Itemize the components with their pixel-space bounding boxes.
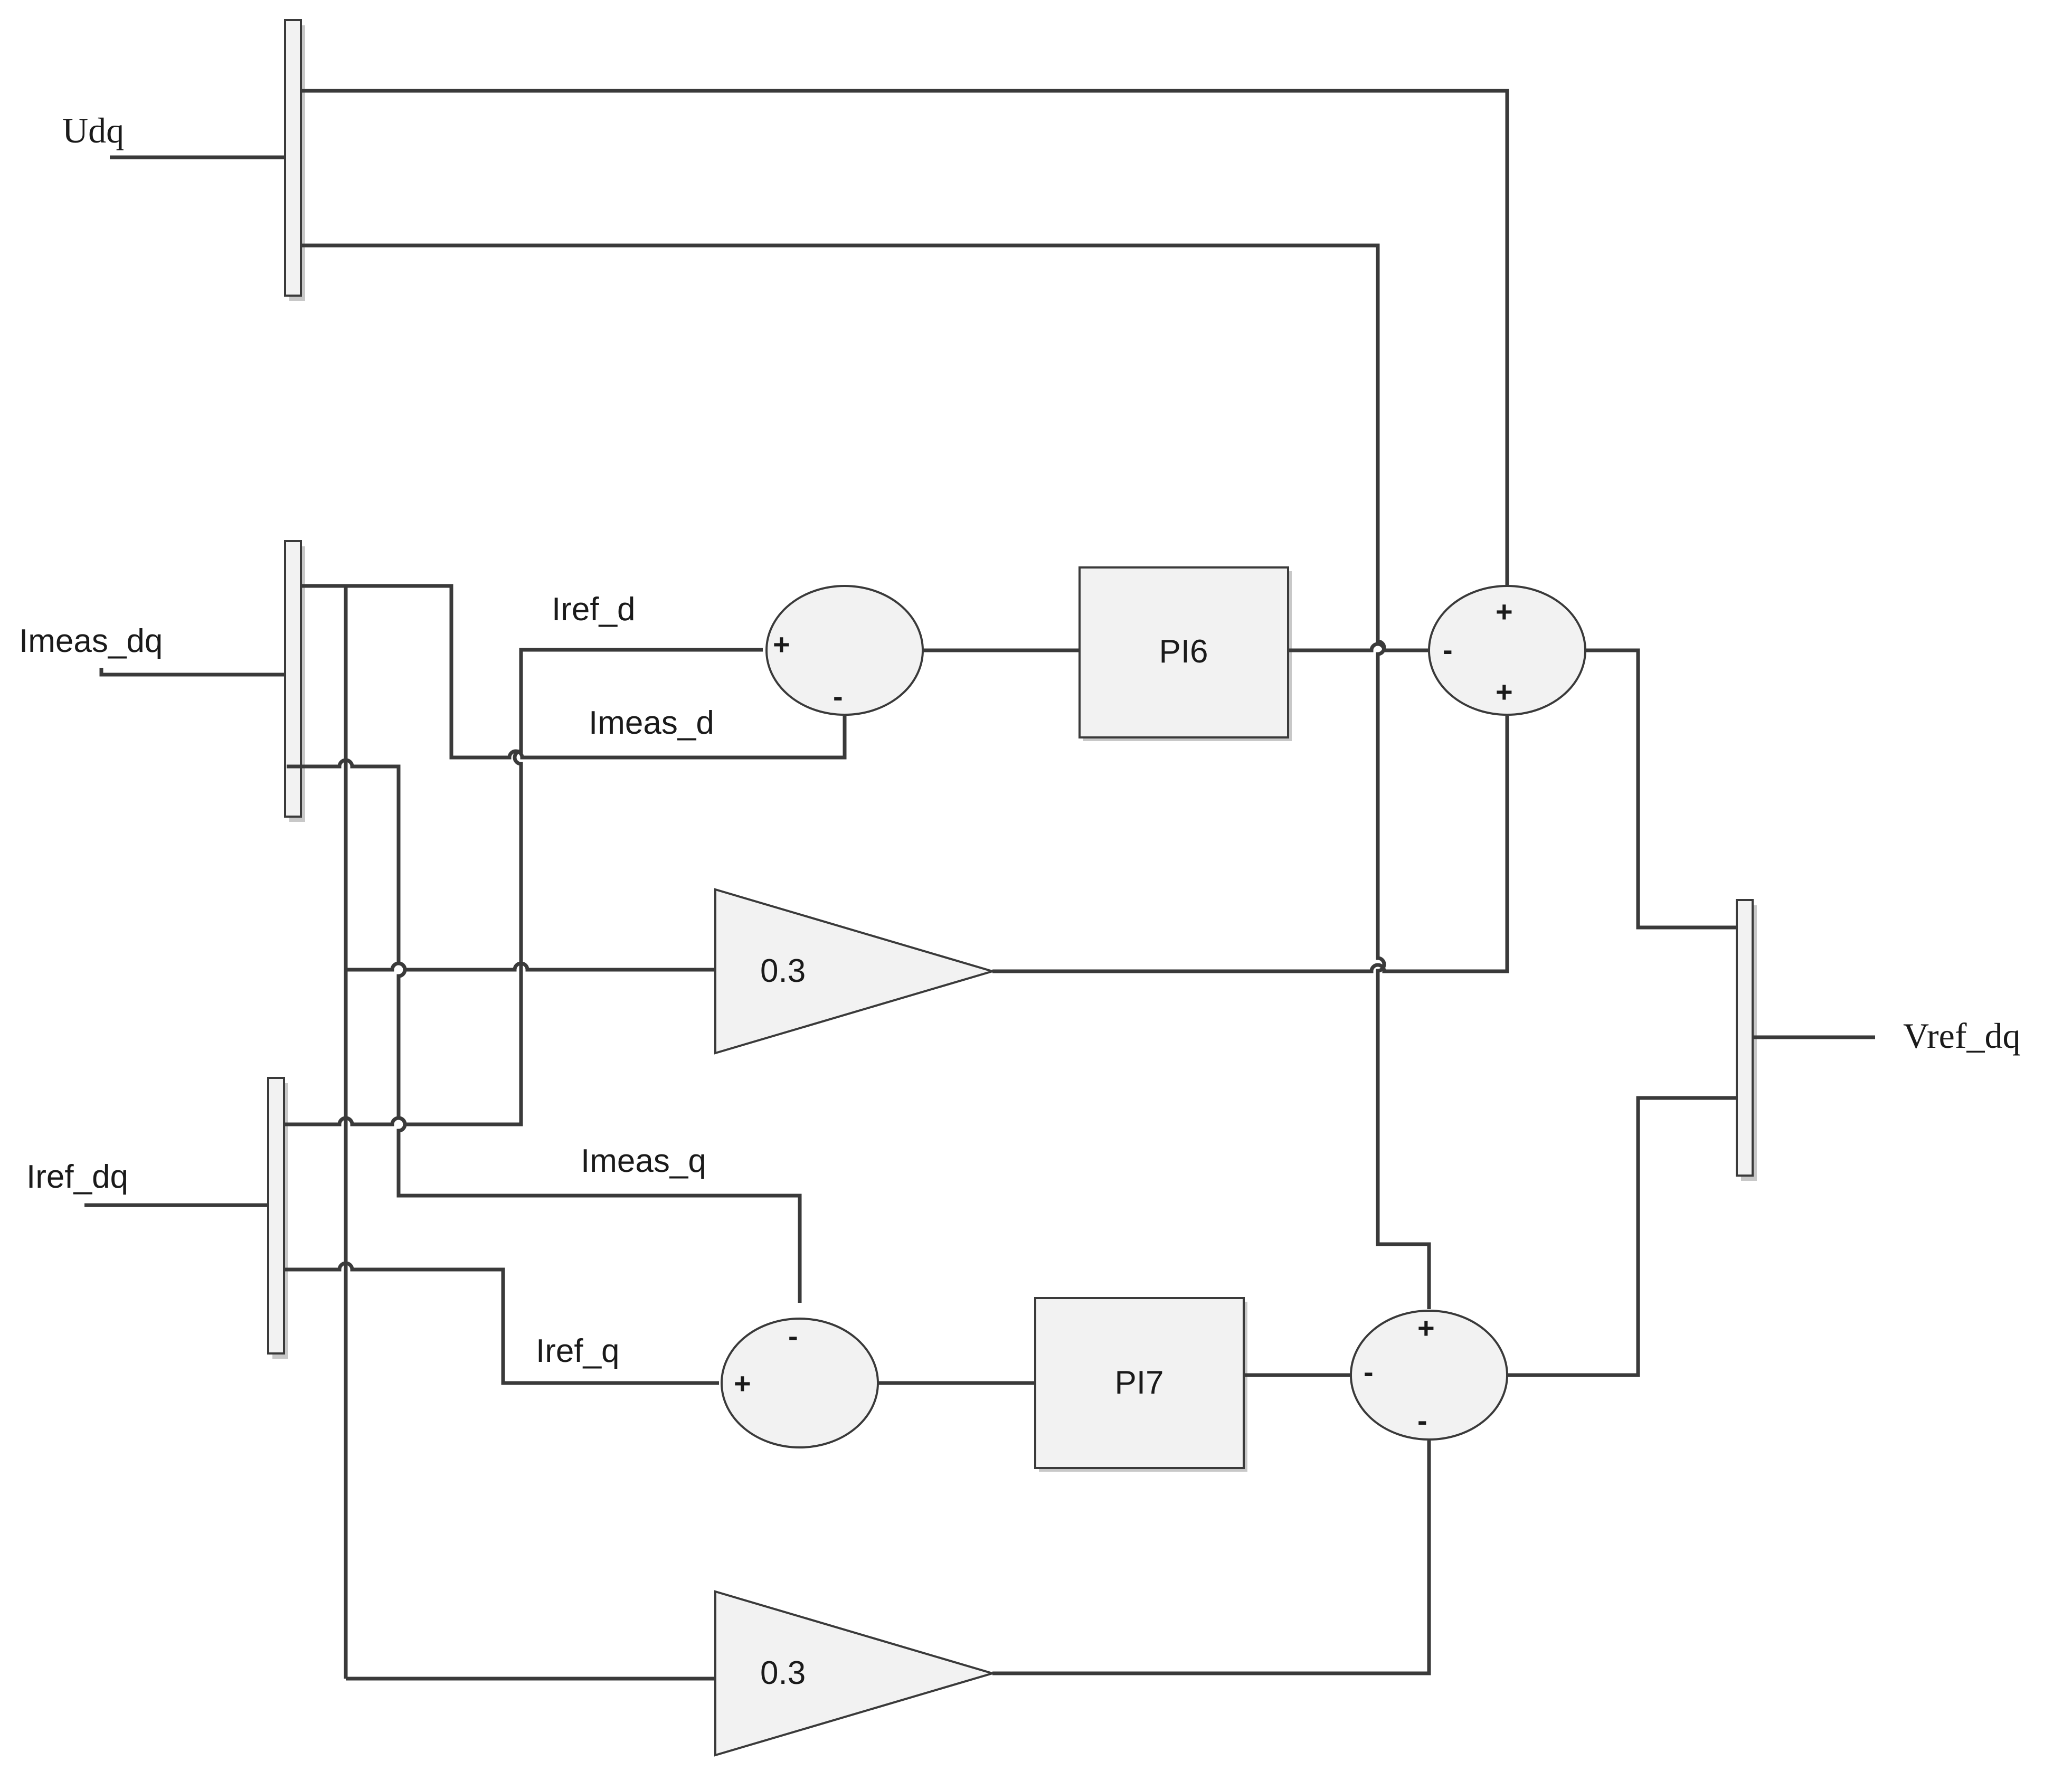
iref-dq-demux-bar <box>267 1077 288 1359</box>
pi6-to-sum-d-wire <box>1289 642 1428 652</box>
imeas-dq-label: Imeas_dq <box>19 623 163 659</box>
iref-d-wire <box>285 648 763 1126</box>
udq-label: Udq <box>62 110 124 150</box>
udq-q-wire <box>302 243 1431 1309</box>
sum-output-q-sign-top: + <box>1417 1311 1435 1344</box>
gain-d-label: 0.3 <box>760 953 806 989</box>
sum-error-q-sign-left: + <box>734 1367 751 1400</box>
gain-q-to-sum-q-wire <box>992 1441 1431 1675</box>
pi7-block: PI7 <box>1034 1297 1247 1472</box>
imeas-q-label: Imeas_q <box>581 1143 706 1179</box>
sum-error-d: + - <box>765 585 924 716</box>
vref-dq-mux-bar <box>1736 899 1757 1181</box>
udq-demux-bar <box>284 19 305 301</box>
pi6-label: PI6 <box>1159 633 1208 670</box>
imeas-dq-demux-bar <box>284 540 305 822</box>
sum-output-d-sign-left: - <box>1443 633 1453 666</box>
sum-error-q: - + <box>721 1318 879 1448</box>
sum-output-d: + - + <box>1428 585 1586 716</box>
gain-q-block: 0.3 <box>714 1590 997 1757</box>
sum-output-q: + - - <box>1350 1310 1508 1441</box>
sum-output-q-sign-left: - <box>1364 1355 1374 1388</box>
udq-d-wire <box>302 89 1509 585</box>
sum-output-q-sign-bottom: - <box>1417 1404 1427 1437</box>
iref-q-label: Iref_q <box>536 1333 620 1369</box>
imeas-d-label: Imeas_d <box>589 705 714 741</box>
gain-d-input-wire <box>346 961 715 972</box>
pi7-label: PI7 <box>1114 1365 1163 1401</box>
iref-q-wire <box>285 1261 719 1385</box>
sum-output-d-sign-bottom: + <box>1496 675 1513 708</box>
gain-d-to-sum-d-wire <box>992 716 1509 973</box>
gain-q-label: 0.3 <box>760 1655 806 1691</box>
sum-d-to-mux-wire <box>1585 648 1736 930</box>
imeas-d-wire <box>302 584 847 760</box>
imeas-dq-input-arrow <box>99 668 284 677</box>
gain-d-block: 0.3 <box>714 888 997 1055</box>
sum-q-to-mux-wire <box>1507 1096 1736 1377</box>
sum-output-d-sign-top: + <box>1496 595 1513 628</box>
sum-error-d-sign-bottom: - <box>833 679 843 713</box>
iref-dq-label: Iref_dq <box>26 1159 128 1195</box>
iref-d-label: Iref_d <box>552 591 636 628</box>
vref-dq-label: Vref_dq <box>1903 1016 2021 1056</box>
sum-error-q-sign-top: - <box>788 1319 798 1352</box>
pi6-block: PI6 <box>1078 566 1292 741</box>
sum-error-d-sign-left: + <box>773 628 790 661</box>
